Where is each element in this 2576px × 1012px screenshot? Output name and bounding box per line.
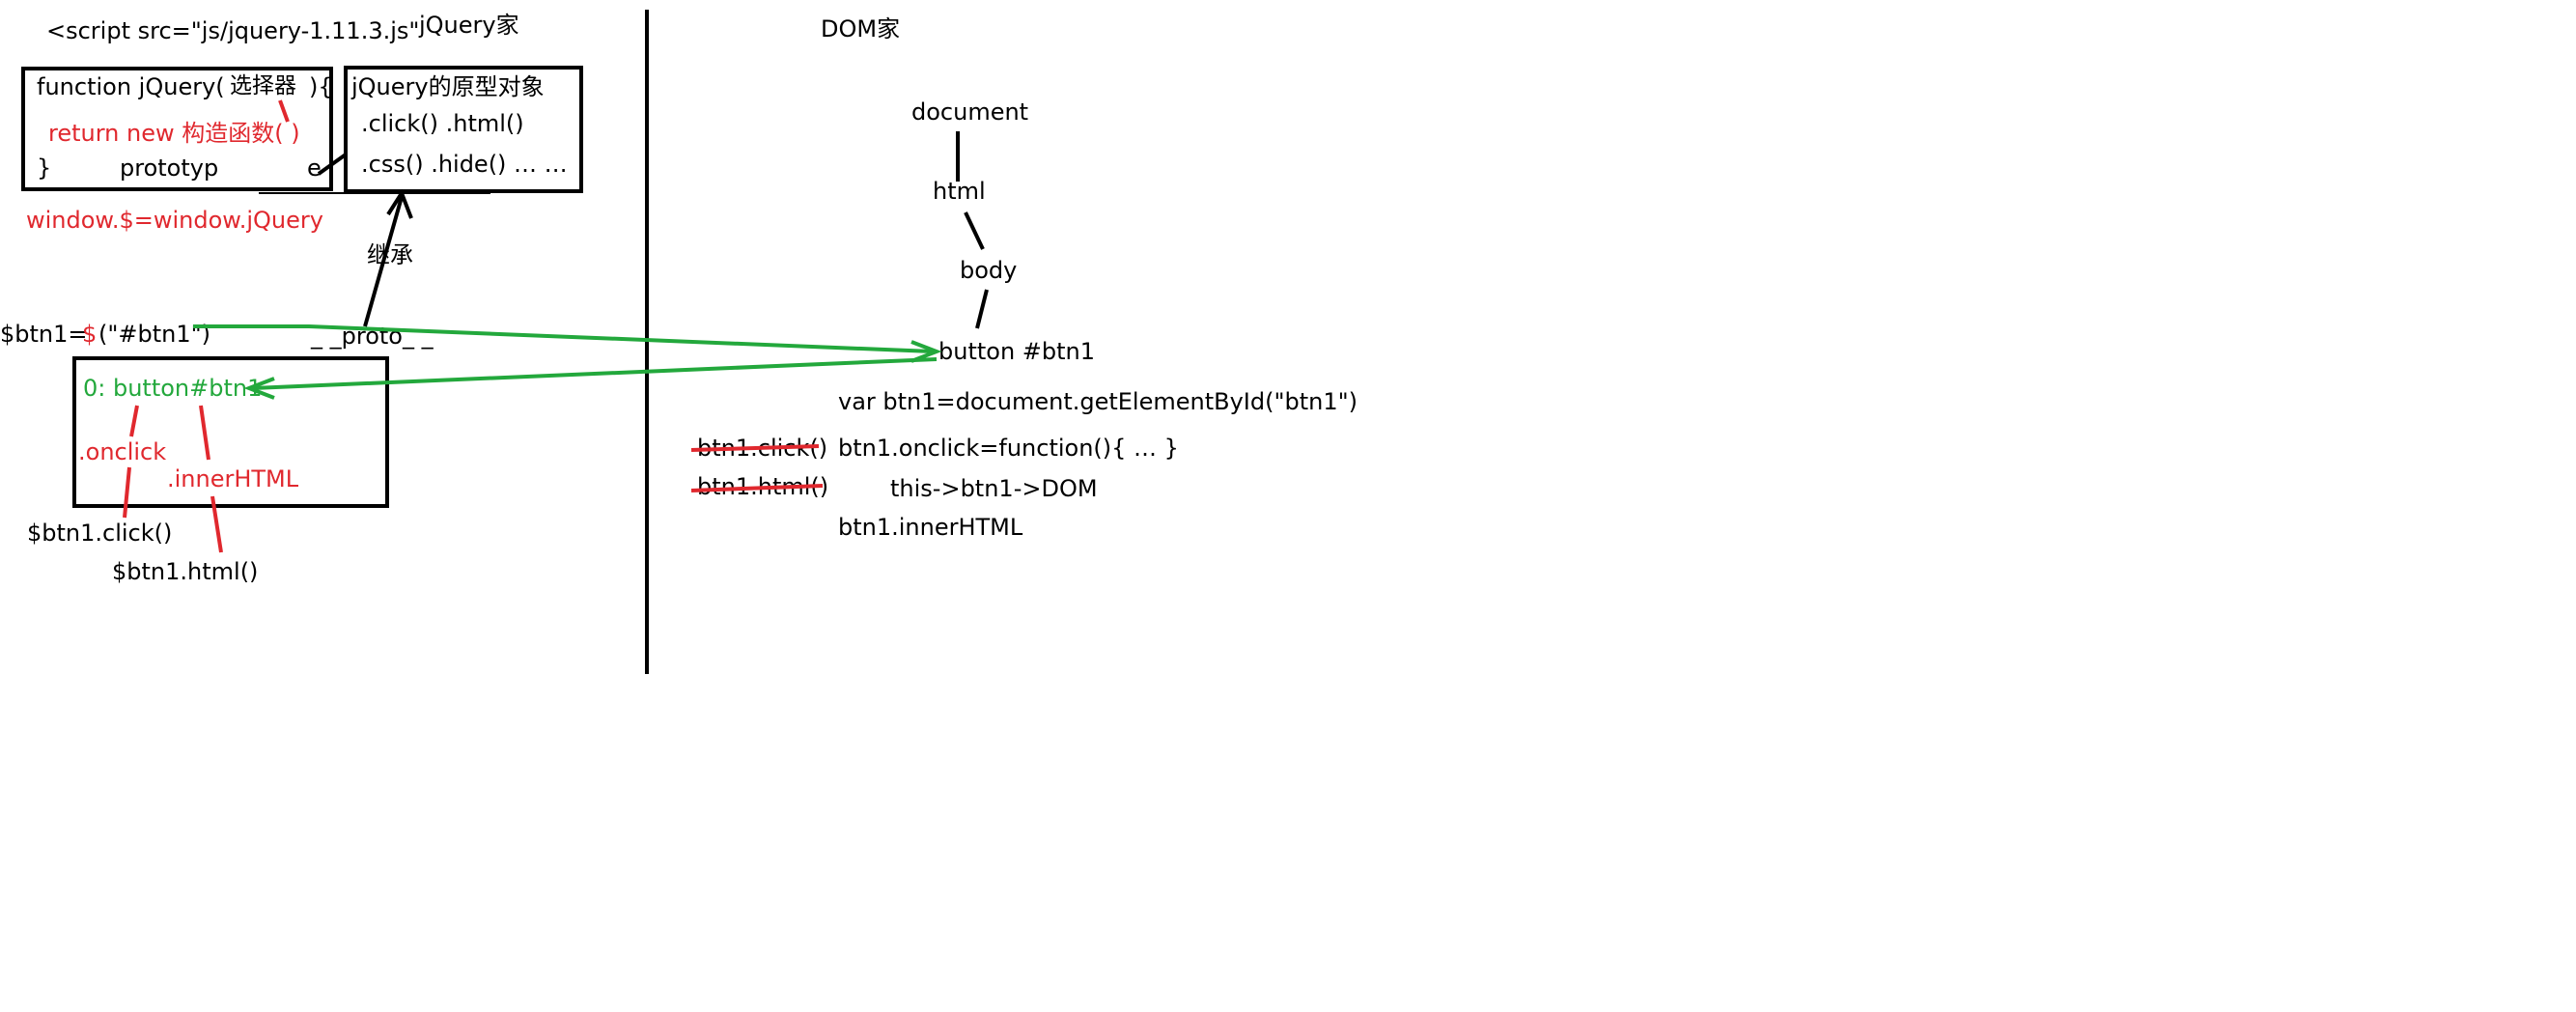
object-element-entry: 0: button#btn1 bbox=[83, 375, 262, 402]
return-constructor-text: return new 构造函数( ) bbox=[48, 120, 300, 147]
object-onclick: .onclick bbox=[78, 438, 166, 465]
dom-heading: DOM家 bbox=[821, 15, 900, 42]
prototype-label-tail: e bbox=[307, 155, 322, 182]
dom-body-node: body bbox=[960, 257, 1017, 284]
function-signature-suffix: ){ bbox=[309, 73, 333, 100]
function-close-brace: } bbox=[37, 155, 51, 182]
struck-click-strike bbox=[690, 444, 820, 452]
wrap-arrowhead bbox=[243, 377, 275, 400]
get-element-text: var btn1=document.getElementById("btn1") bbox=[838, 388, 1358, 415]
jquery-object-box bbox=[72, 356, 389, 508]
inherit-arrow-line bbox=[363, 196, 404, 327]
this-note-text: this->btn1->DOM bbox=[890, 475, 1098, 502]
dom-document-node: document bbox=[911, 98, 1028, 126]
inner-html-text: btn1.innerHTML bbox=[838, 514, 1023, 541]
jquery-heading: jQuery家 bbox=[418, 12, 519, 39]
click-call-text: $btn1.click() bbox=[27, 520, 172, 547]
body-button-edge bbox=[975, 289, 989, 329]
script-tag-text: <script src="js/jquery-1.11.3.js" bbox=[46, 17, 419, 44]
jquery-prototype-box bbox=[344, 66, 583, 193]
dom-html-node: html bbox=[933, 178, 986, 205]
object-innerhtml: .innerHTML bbox=[167, 465, 299, 492]
query-arrowhead bbox=[910, 340, 942, 363]
btn-assign-dollar: $ bbox=[82, 321, 97, 348]
prototype-label: prototyp bbox=[120, 155, 218, 182]
param-to-constructor-line bbox=[278, 99, 290, 123]
window-alias-text: window.$=window.jQuery bbox=[26, 207, 323, 234]
dom-button-node: button #btn1 bbox=[938, 338, 1095, 365]
prototype-link-line bbox=[317, 153, 348, 176]
struck-html-strike bbox=[690, 484, 824, 492]
prototype-methods-line2: .css() .hide() … … bbox=[361, 151, 568, 178]
function-signature-prefix: function jQuery( bbox=[37, 73, 225, 100]
html-call-text: $btn1.html() bbox=[112, 558, 258, 585]
inherit-arrowhead bbox=[386, 188, 413, 219]
html-body-edge bbox=[964, 211, 985, 250]
wrap-arrow-line bbox=[252, 357, 938, 390]
jquery-function-box bbox=[21, 67, 333, 191]
btn-assign-prefix: $btn1= bbox=[0, 321, 88, 348]
prototype-methods-line1: .click() .html() bbox=[361, 110, 524, 137]
onclick-connector-lower bbox=[123, 466, 131, 519]
inherit-label: 继承 bbox=[367, 241, 413, 268]
innerhtml-connector-upper bbox=[199, 405, 210, 461]
prototype-box-title: jQuery的原型对象 bbox=[350, 73, 545, 100]
onclick-connector-upper bbox=[129, 405, 139, 437]
query-arrow-line bbox=[193, 324, 934, 353]
onclick-assign-text: btn1.onclick=function(){ … } bbox=[838, 435, 1179, 462]
function-signature-param: 选择器 bbox=[230, 73, 296, 98]
btn-assign-arg: ("#btn1") bbox=[98, 321, 210, 348]
innerhtml-connector-lower bbox=[210, 495, 223, 553]
